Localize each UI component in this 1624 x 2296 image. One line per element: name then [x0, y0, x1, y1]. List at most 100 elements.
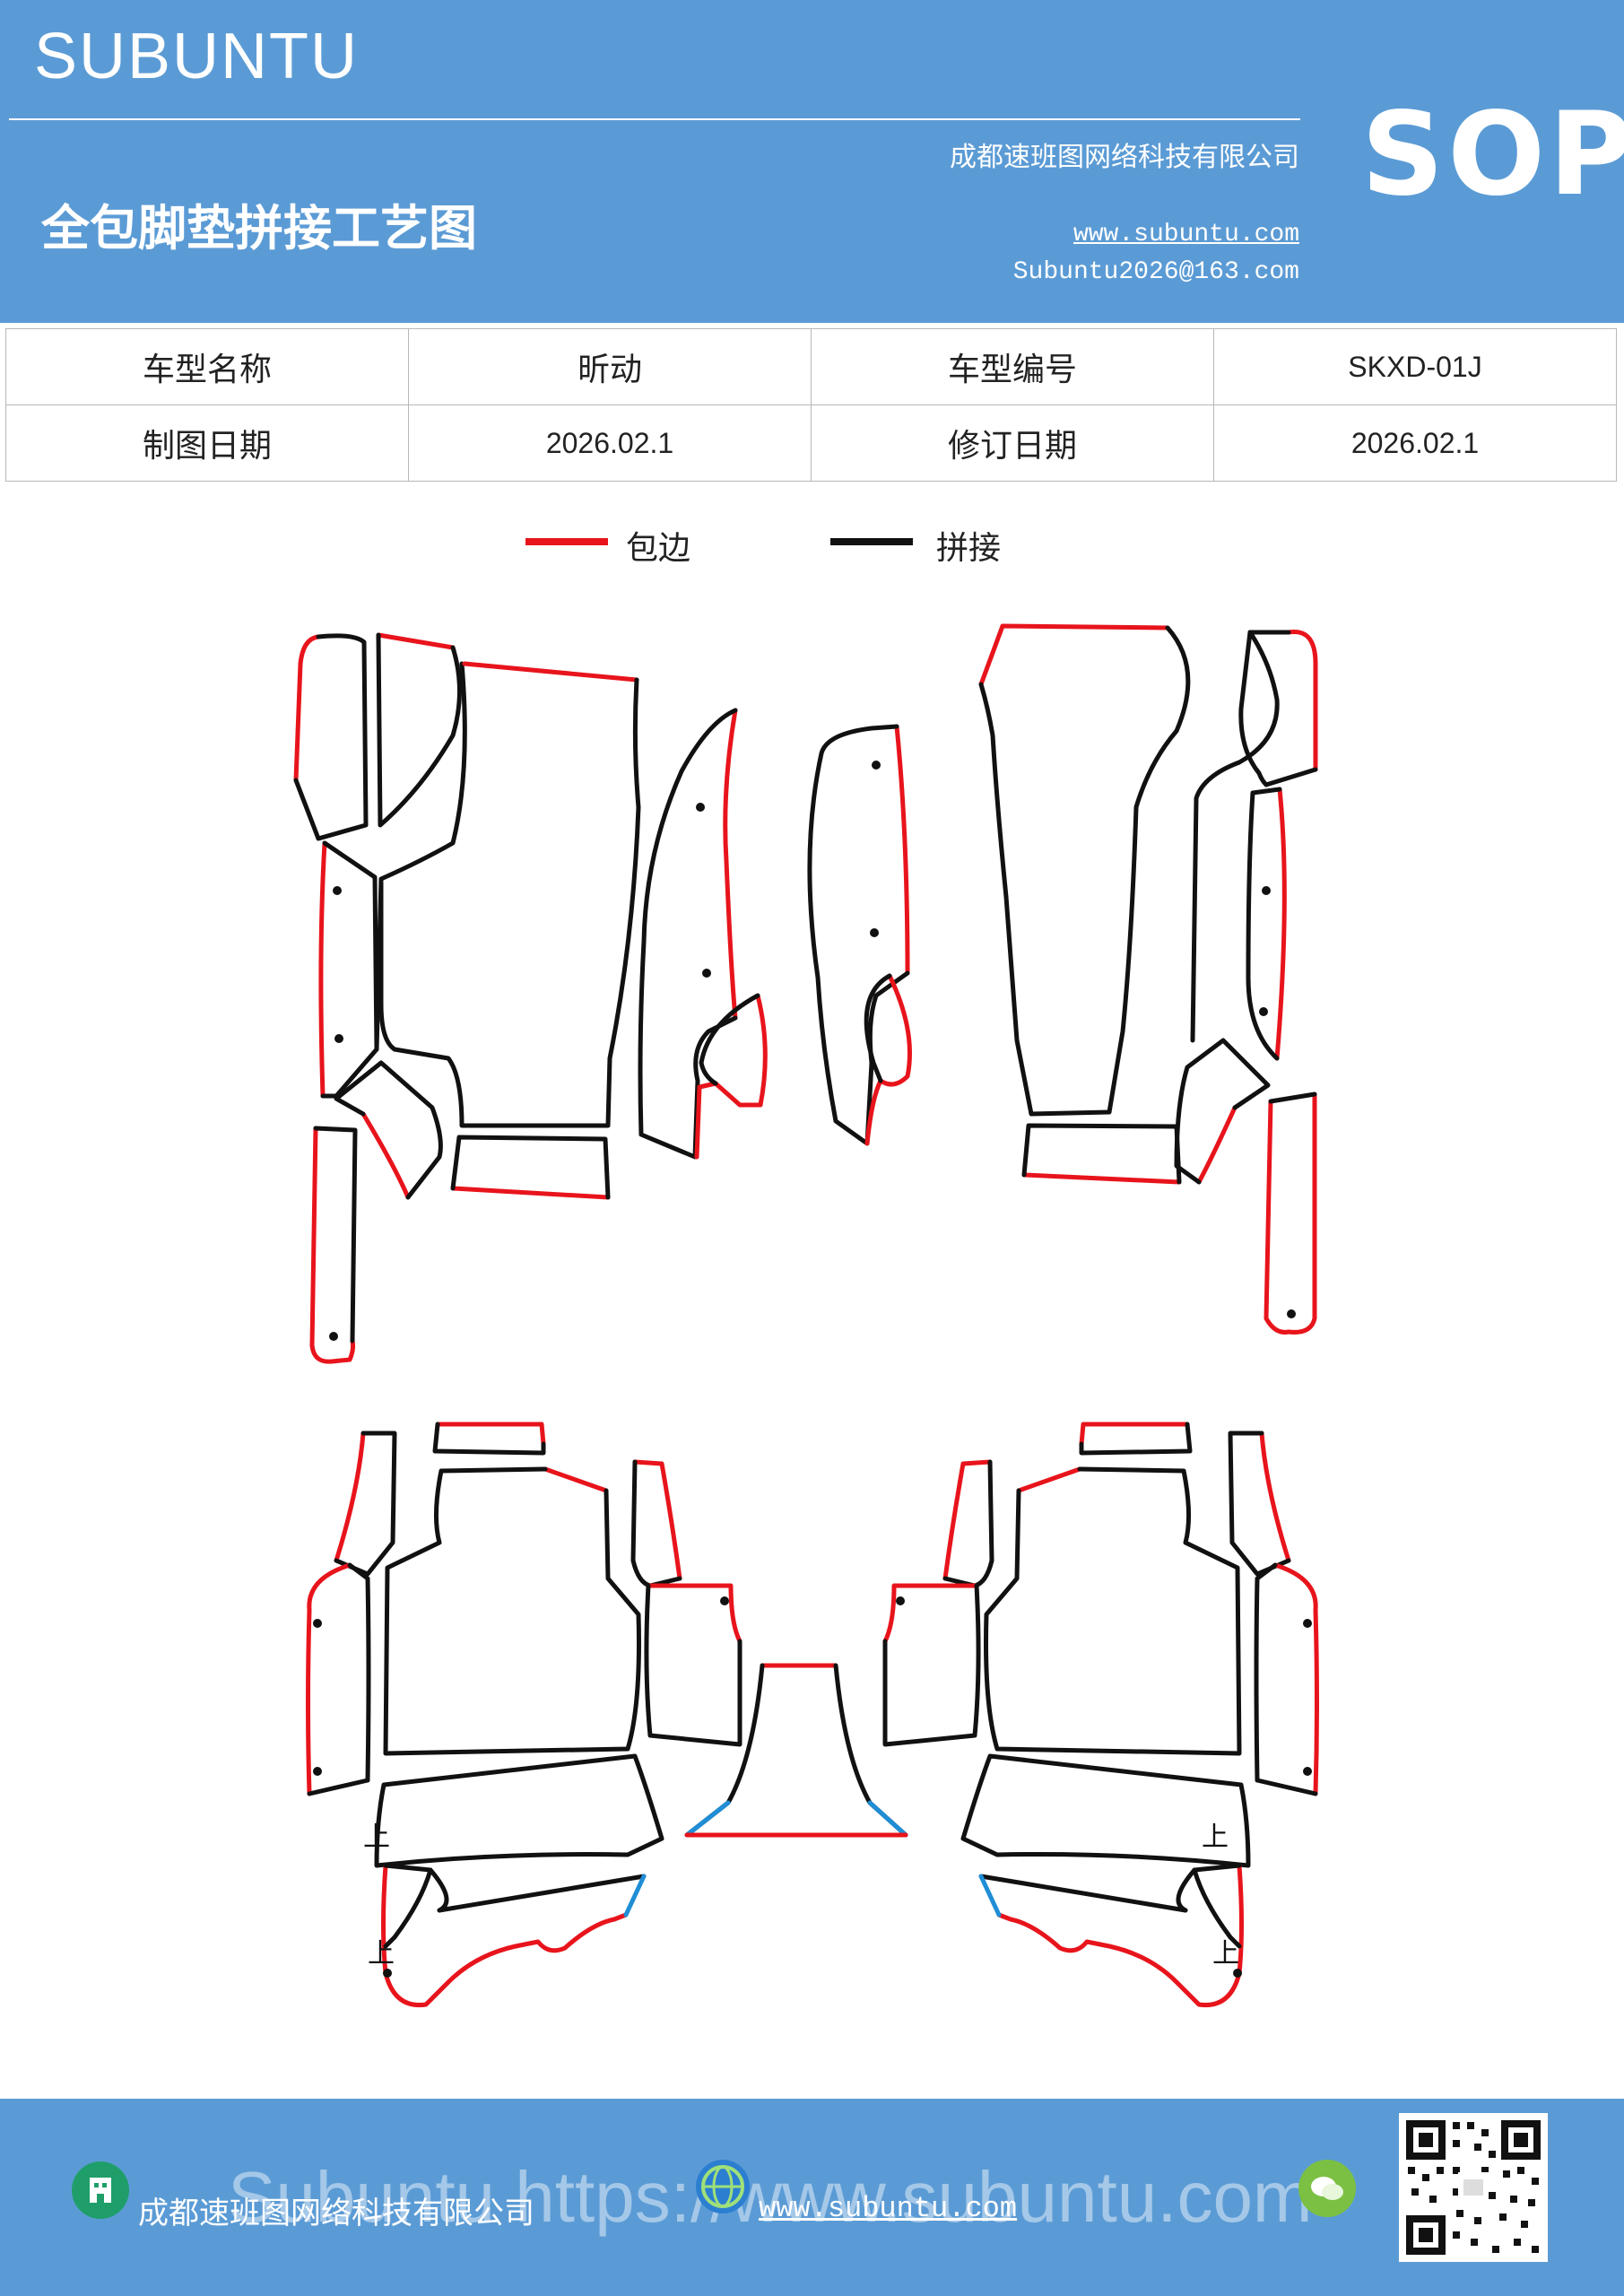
mat-piece: [1079, 1422, 1193, 1456]
up-marker: 上: [363, 1822, 390, 1853]
mat-piece: [644, 1583, 743, 1747]
up-marker: 上: [368, 1938, 395, 1970]
mat-piece: [320, 840, 379, 1099]
floor-mat-diagram: 上 上 上 上: [293, 623, 1319, 2008]
mat-piece: [334, 1431, 397, 1577]
website-link[interactable]: www.subuntu.com: [1073, 221, 1299, 248]
mat-piece: [374, 661, 467, 1052]
rivet-dot: [313, 1767, 322, 1776]
mat-piece: [694, 993, 768, 1160]
footer-company-name: 成都速班图网络科技有限公司: [138, 2196, 534, 2231]
rivet-dot: [383, 1969, 392, 1978]
rivet-dot: [329, 1332, 338, 1341]
qr-code: [1399, 2113, 1548, 2262]
header-banner: SUBUNTU 全包脚垫拼接工艺图 成都速班图网络科技有限公司 www.subu…: [0, 0, 1624, 323]
mat-piece: [1286, 629, 1318, 772]
mat-piece: [960, 1753, 1251, 1868]
rivet-dot: [696, 803, 705, 812]
mat-piece: [1021, 1172, 1182, 1185]
mat-piece: [996, 1863, 1244, 2008]
mat-piece: [376, 632, 456, 650]
table-row: 制图日期 2026.02.1 修订日期 2026.02.1: [5, 404, 1617, 482]
mat-piece: [699, 993, 760, 1086]
rivet-dot: [1233, 1969, 1242, 1978]
mat-piece: [1174, 1038, 1271, 1185]
mat-piece: [632, 1459, 682, 1581]
mat-piece: [684, 1800, 908, 1838]
rivet-dot: [870, 928, 879, 937]
sop-badge: SOP: [1361, 88, 1624, 222]
mat-piece: [638, 708, 738, 1160]
value-cell: SKXD-01J: [1213, 328, 1617, 405]
mat-piece: [435, 1422, 546, 1447]
mat-piece: [432, 1422, 546, 1456]
mat-piece: [293, 634, 321, 783]
info-table: 车型名称 昕动 车型编号 SKXD-01J 制图日期 2026.02.1 修订日…: [5, 328, 1617, 482]
mat-piece: [1274, 787, 1287, 1061]
mat-piece: [864, 973, 892, 1083]
mat-piece: [309, 1126, 356, 1364]
legend-label-seam: 拼接: [936, 530, 1002, 567]
rivet-dot: [334, 1034, 343, 1043]
mat-piece: [684, 1663, 908, 1838]
label-cell: 车型编号: [811, 328, 1214, 405]
rivet-dot: [1259, 1007, 1268, 1016]
mat-piece: [1254, 1562, 1318, 1796]
mat-piece: [723, 708, 738, 1021]
rivet-dot: [872, 761, 881, 770]
rivet-dot: [720, 1596, 729, 1605]
mat-piece: [543, 1466, 609, 1493]
rivet-dot: [313, 1619, 322, 1628]
mat-piece: [450, 1186, 611, 1200]
mat-piece: [334, 1060, 443, 1200]
mat-piece: [306, 1562, 352, 1796]
table-row: 车型名称 昕动 车型编号 SKXD-01J: [5, 328, 1617, 405]
rivet-dot: [1262, 886, 1271, 895]
email-address: Subuntu2026@163.com: [1012, 258, 1299, 286]
mat-piece: [894, 724, 910, 976]
mat-piece: [1272, 1562, 1319, 1796]
mat-piece: [378, 677, 641, 1128]
mat-piece: [1246, 787, 1282, 1061]
legend-label-edge: 包边: [626, 530, 691, 567]
label-cell: 车型名称: [5, 328, 409, 405]
footer-website-link[interactable]: www.subuntu.com: [759, 2192, 1018, 2225]
mat-piece: [1228, 1431, 1291, 1577]
mat-piece: [807, 724, 910, 1146]
mat-piece: [428, 1867, 449, 1913]
legend: 包边 拼接: [0, 520, 1624, 574]
mat-piece: [978, 1874, 1002, 1918]
rear-right-mat-group: [882, 1422, 1319, 2008]
label-cell: 制图日期: [5, 404, 409, 482]
mat-piece: [978, 625, 1191, 1117]
header-divider: [9, 118, 1300, 120]
rivet-dot: [702, 969, 711, 978]
up-marker: 上: [1212, 1938, 1239, 1970]
mat-piece: [984, 1466, 1242, 1756]
rivet-dot: [1287, 1309, 1296, 1318]
mat-piece: [381, 1863, 629, 2008]
front-left-mat-group: [293, 632, 768, 1364]
mat-piece: [1268, 1091, 1317, 1104]
rivet-dot: [896, 1596, 905, 1605]
mat-piece: [374, 1753, 664, 1868]
front-right-mat-group: [807, 623, 1318, 1335]
mat-piece: [978, 1863, 1242, 1949]
mat-piece: [307, 1562, 371, 1796]
mat-piece: [318, 840, 327, 1099]
mat-piece: [383, 1466, 641, 1756]
rivet-dot: [333, 886, 342, 895]
mat-piece: [942, 1459, 993, 1581]
mat-piece: [1016, 1466, 1082, 1493]
mat-piece: [646, 1583, 743, 1644]
mat-piece: [1259, 1431, 1291, 1563]
rivet-dot: [1303, 1619, 1312, 1628]
building-icon: [72, 2161, 129, 2219]
footer-banner: Subuntu https://www.subuntu.com 成都速班图网络科…: [0, 2099, 1624, 2296]
mat-piece: [623, 1874, 647, 1918]
value-cell: 昕动: [408, 328, 812, 405]
mat-piece: [864, 973, 912, 1146]
mat-piece: [882, 1583, 979, 1644]
brand-name: SUBUNTU: [34, 21, 360, 92]
mat-piece: [334, 1431, 366, 1563]
